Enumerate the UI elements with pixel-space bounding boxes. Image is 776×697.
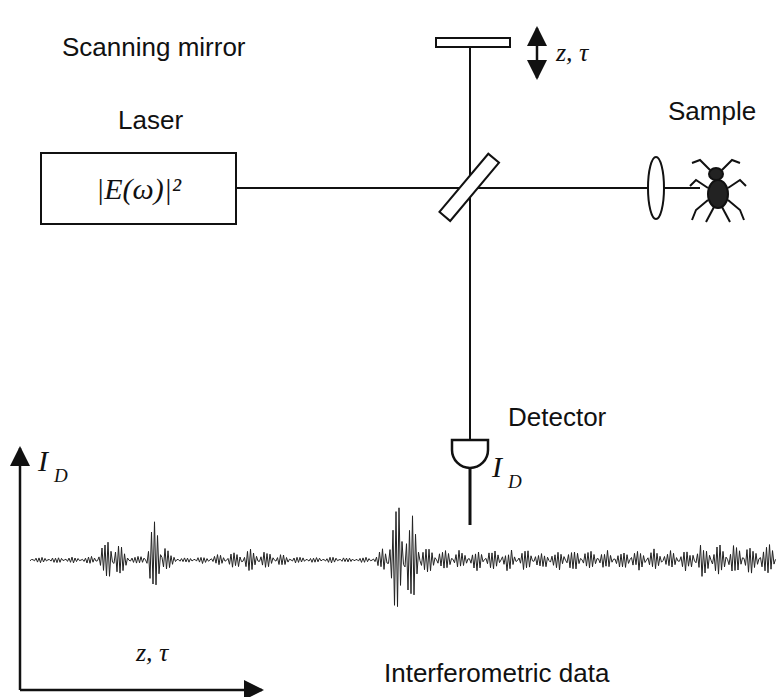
x-axis	[20, 689, 262, 692]
detector-lead	[469, 468, 472, 525]
laser-source: Laser|E(ω)|²	[40, 152, 237, 225]
node-heading: Laser	[118, 107, 183, 133]
laser-box: |E(ω)|²	[40, 152, 237, 225]
axis-label: z, τ	[556, 40, 588, 66]
signal-subscript: D	[54, 466, 68, 485]
detector-symbol	[452, 440, 488, 468]
signal-name: I	[38, 446, 48, 476]
caption-label: Interferometric data	[384, 660, 609, 686]
part-label: Detector	[508, 404, 606, 430]
part-label: Sample	[668, 98, 756, 124]
scanning-mirror	[436, 38, 510, 47]
spectrum-formula: |E(ω)|²	[96, 172, 181, 206]
sample-insect	[690, 160, 746, 222]
vertical-beam	[469, 47, 471, 440]
interferogram-signal	[30, 508, 776, 607]
axis-label: z, τ	[136, 640, 168, 666]
signal-subscript: D	[508, 472, 522, 491]
beamsplitter	[439, 154, 499, 221]
part-label: Scanning mirror	[62, 34, 246, 60]
signal-name: I	[492, 452, 502, 482]
y-axis	[19, 448, 22, 690]
motion-arrow	[536, 28, 539, 78]
lens	[648, 157, 664, 219]
